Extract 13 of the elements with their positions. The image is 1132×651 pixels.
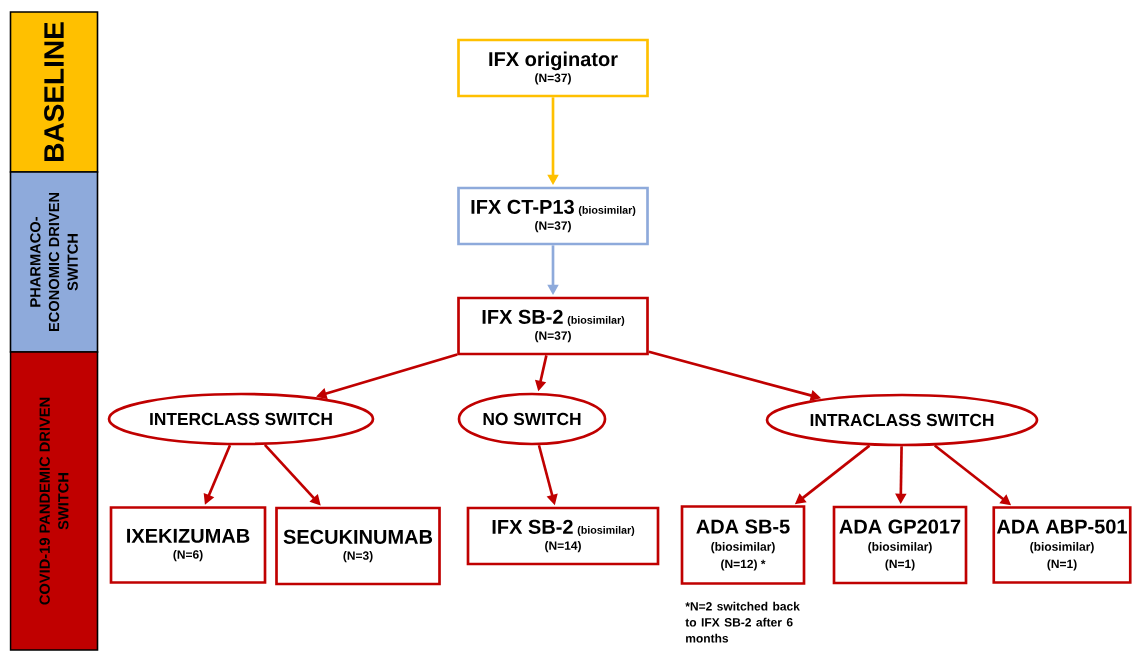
process-box: IFX SB-2 (biosimilar) (N=14) [466,506,660,566]
process-box: ADA GP2017 (biosimilar) (N=1) [832,505,968,585]
process-box: IXEKIZUMAB (N=6) [109,506,267,584]
phase-band: BASELINE [9,11,99,173]
process-box: IFX SB-2 (biosimilar) (N=37) [457,296,649,356]
process-box: ADA SB-5 (biosimilar) (N=12) * [680,505,806,585]
process-box: ADA ABP-501 (biosimilar) (N=1) [992,506,1132,584]
process-box: SECUKINUMAB (N=3) [275,506,441,586]
process-box: IFX CT-P13 (biosimilar) (N=37) [457,186,649,246]
phase-band: PHARMACO-ECONOMIC DRIVEN SWITCH [9,171,99,353]
phase-band: COVID-19 PANDEMIC DRIVEN SWITCH [9,351,99,651]
process-box: IFX originator (N=37) [457,38,649,98]
footnote: *N=2 switched back to IFX SB-2 after 6 months [685,601,800,643]
